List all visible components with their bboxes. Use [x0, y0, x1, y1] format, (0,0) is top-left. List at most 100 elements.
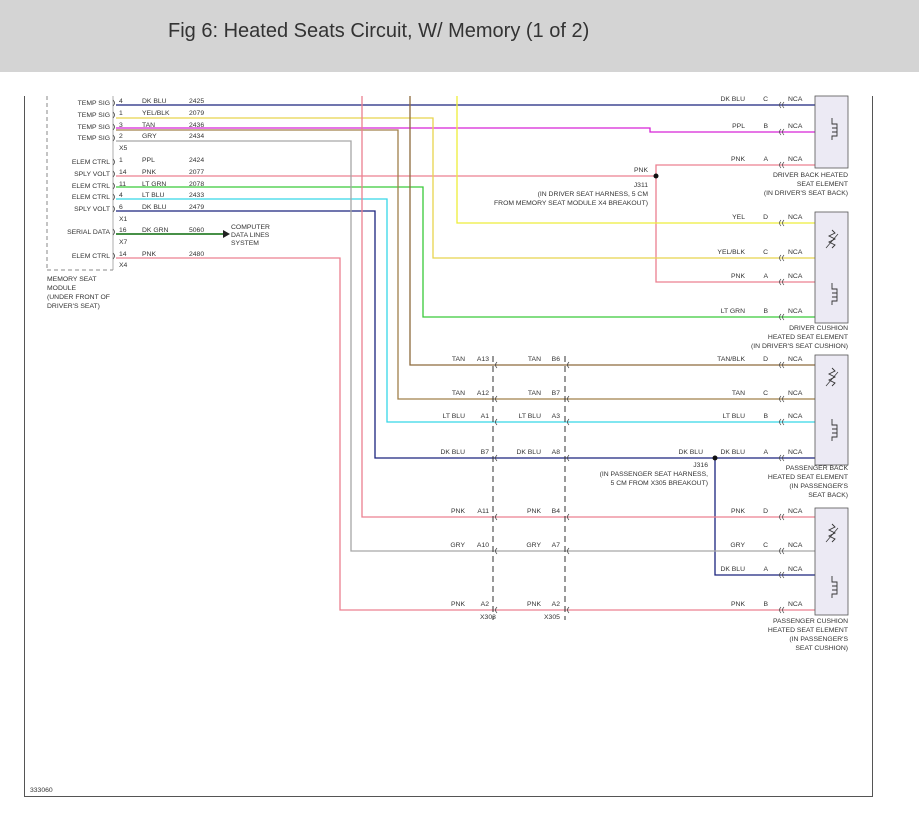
element-wire-color: LT BLU — [723, 413, 746, 420]
nca-label: NCA — [788, 308, 803, 315]
splice-j316-dot — [712, 455, 718, 461]
thermistor-symbol — [827, 229, 837, 249]
nca-label: NCA — [788, 542, 803, 549]
module-connector-id: X5 — [119, 145, 128, 152]
element-wire-color: PNK — [731, 156, 745, 163]
pin-terminal — [112, 170, 115, 178]
ppl-2424-wire — [116, 127, 815, 133]
heater-coil-symbol — [831, 118, 838, 140]
module-pin-number: 16 — [119, 227, 127, 234]
element-wire-color: DK BLU — [720, 566, 745, 573]
module-signal-label: ELEM CTRL — [72, 194, 110, 201]
nca-label: NCA — [788, 508, 803, 515]
nca-label: NCA — [788, 449, 803, 456]
module-signal-label: ELEM CTRL — [72, 159, 110, 166]
pnk-back-branch — [655, 164, 815, 176]
module-connector-id: X1 — [119, 216, 128, 223]
inline-terminal — [567, 418, 570, 426]
inline-pin-number: A1 — [481, 413, 490, 420]
circuit-number: 2078 — [189, 181, 204, 188]
element-wire-color: YEL/BLK — [717, 249, 745, 256]
pin-terminal — [112, 111, 115, 119]
figure-id: 333060 — [30, 787, 53, 794]
element-terminal — [779, 606, 785, 614]
element-wire-color: DK BLU — [720, 449, 745, 456]
tan-2436-wire — [116, 129, 815, 400]
nca-label: NCA — [788, 214, 803, 221]
element-terminal — [779, 571, 785, 579]
element-pin-letter: B — [763, 413, 768, 420]
inline-pin-number: A7 — [552, 542, 561, 549]
pin-terminal — [112, 99, 115, 107]
inline-terminal — [495, 547, 498, 555]
inline-wire-color: TAN — [452, 390, 465, 397]
element-pin-letter: A — [763, 566, 768, 573]
module-signal-label: TEMP SIG — [78, 135, 110, 142]
element-wire-color: PNK — [731, 273, 745, 280]
inline-wire-color: LT BLU — [443, 413, 466, 420]
thermistor-symbol — [827, 367, 837, 387]
heater-coil-symbol — [831, 419, 838, 441]
heated-seat-element-box — [814, 211, 849, 324]
splice-j311-label: FROM MEMORY SEAT MODULE X4 BREAKOUT) — [494, 200, 648, 207]
circuit-number: 2480 — [189, 251, 204, 258]
module-pin-number: 14 — [119, 251, 127, 258]
element-terminal — [779, 454, 785, 462]
inline-wire-color: LT BLU — [519, 413, 542, 420]
passenger-cushion-element-label: PASSENGER CUSHION — [773, 618, 848, 625]
computer-data-lines-label: DATA LINES — [231, 232, 270, 239]
passenger-back-element-label: (IN PASSENGER'S — [789, 483, 848, 490]
pin-terminal — [112, 205, 115, 213]
circuit-number: 2433 — [189, 192, 204, 199]
element-pin-letter: A — [763, 273, 768, 280]
inline-terminal — [567, 395, 570, 403]
inline-wire-color: TAN — [528, 356, 541, 363]
module-label: DRIVER'S SEAT) — [47, 303, 100, 310]
passenger-cushion-element-label: SEAT CUSHION) — [795, 645, 848, 652]
lt-blu-2433-wire — [116, 198, 815, 423]
element-terminal — [779, 513, 785, 521]
lt-grn-2078-wire — [116, 186, 815, 318]
wire-color-label: DK BLU — [142, 204, 167, 211]
pin-terminal — [112, 182, 115, 190]
module-connector-id: X7 — [119, 239, 128, 246]
wire-color-label: DK BLU — [678, 449, 703, 456]
element-wire-color: TAN — [732, 390, 745, 397]
module-pin-number: 4 — [119, 192, 123, 199]
module-signal-label: TEMP SIG — [78, 112, 110, 119]
module-label: MEMORY SEAT — [47, 276, 96, 283]
element-pin-letter: B — [763, 308, 768, 315]
element-wire-color: LT GRN — [721, 308, 745, 315]
inline-wire-color: PNK — [451, 601, 465, 608]
inline-terminal — [495, 418, 498, 426]
thermistor-arrow — [825, 233, 839, 249]
heater-coil-symbol — [831, 576, 838, 598]
heated-seat-element-box — [814, 507, 849, 616]
inline-wire-color: DK BLU — [440, 449, 465, 456]
inline-wire-color: GRY — [450, 542, 465, 549]
pnk-cushion-branch — [655, 176, 815, 283]
inline-pin-number: B6 — [552, 356, 561, 363]
tan-blk-wire — [409, 96, 815, 366]
module-connector-id: X4 — [119, 262, 128, 269]
inline-pin-number: A2 — [481, 601, 490, 608]
serial-data-arrow — [223, 230, 230, 238]
inline-terminal — [567, 513, 570, 521]
inline-wire-color: GRY — [526, 542, 541, 549]
inline-pin-number: A8 — [552, 449, 561, 456]
inline-connector-id: X303 — [480, 614, 496, 621]
nca-label: NCA — [788, 96, 803, 103]
module-pin-number: 1 — [119, 110, 123, 117]
thermistor-symbol — [827, 523, 837, 543]
pnk-2480-wire — [116, 257, 815, 611]
element-terminal — [779, 278, 785, 286]
dk-blu-cushion-branch — [714, 458, 815, 576]
module-signal-label: ELEM CTRL — [72, 253, 110, 260]
element-wire-color: DK BLU — [720, 96, 745, 103]
element-wire-color: GRY — [730, 542, 745, 549]
pin-terminal — [112, 123, 115, 131]
element-wire-color: PNK — [731, 508, 745, 515]
circuit-number: 2424 — [189, 157, 204, 164]
driver-back-element-label: DRIVER BACK HEATED — [773, 172, 848, 179]
wire-color-label: PNK — [142, 169, 156, 176]
